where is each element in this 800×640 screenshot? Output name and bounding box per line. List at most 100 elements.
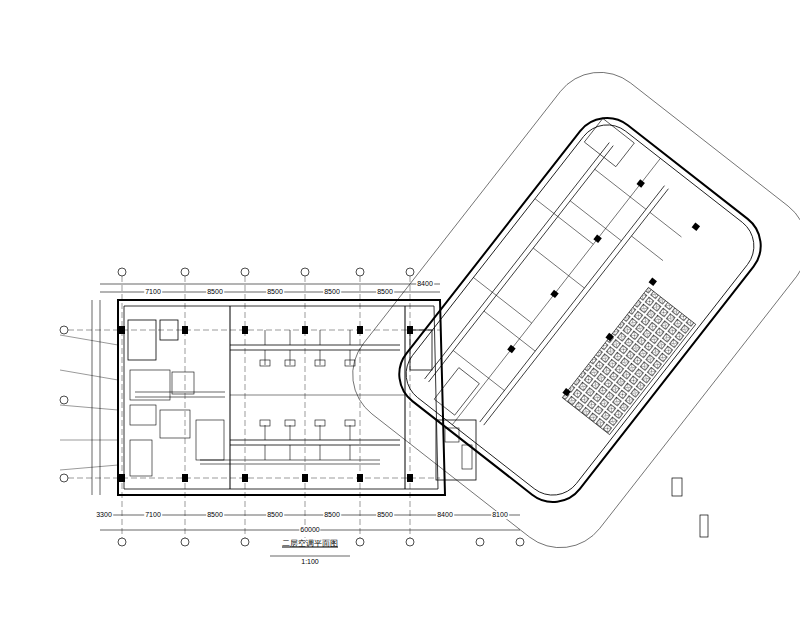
dimension-text: 8400 — [436, 511, 454, 519]
axis-bubble — [476, 538, 484, 546]
partition-wall — [535, 199, 593, 245]
diffuser — [345, 420, 355, 426]
columns — [507, 179, 700, 396]
supply-duct — [425, 143, 614, 382]
axis-bubble — [118, 268, 126, 276]
column — [649, 278, 657, 286]
partition-wall — [405, 306, 406, 489]
diffuser — [315, 360, 325, 366]
grid-lines — [68, 276, 440, 538]
equipment-room — [584, 118, 634, 166]
diffuser — [285, 360, 295, 366]
axis-bubble — [181, 538, 189, 546]
symbol-box — [672, 478, 708, 537]
air-handler — [196, 420, 224, 460]
axis-bubble — [241, 268, 249, 276]
dimension-text: 7100 — [144, 511, 162, 519]
column — [636, 179, 644, 187]
dimension-line — [100, 284, 440, 285]
axis-bubble — [356, 268, 364, 276]
diffuser — [260, 420, 270, 426]
air-handler — [130, 440, 152, 476]
column — [302, 474, 308, 482]
diffuser — [315, 420, 325, 426]
dimension-text: 8500 — [206, 288, 224, 296]
axis-bubble — [60, 326, 68, 334]
column — [357, 326, 363, 334]
column — [605, 333, 613, 341]
air-handler — [462, 445, 472, 469]
supply-duct — [230, 345, 400, 350]
dimension-text: 8500 — [266, 288, 284, 296]
column — [562, 388, 570, 396]
column — [593, 235, 601, 243]
partition-wall — [230, 306, 231, 489]
supply-duct — [480, 186, 669, 425]
grid-line — [305, 276, 306, 538]
axis-bubble — [60, 474, 68, 482]
column — [357, 474, 363, 482]
branch-duct — [453, 169, 681, 418]
dimension-text: 60000 — [299, 526, 320, 534]
diffuser — [260, 360, 270, 366]
symbol-box — [700, 515, 708, 537]
dimension-text: 8100 — [491, 511, 509, 519]
dimension-text: 8500 — [266, 511, 284, 519]
column — [550, 290, 558, 298]
dimension-text: 8500 — [206, 511, 224, 519]
diffuser-grid — [562, 287, 695, 434]
dimension-text: 8500 — [323, 511, 341, 519]
columns — [119, 326, 413, 482]
duct — [135, 392, 225, 397]
grid-line — [360, 276, 361, 538]
stair-core — [434, 368, 479, 416]
scale-note: 1:100 — [300, 558, 320, 566]
axis-bubble — [118, 538, 126, 546]
column — [242, 326, 248, 334]
axis-bubble — [60, 396, 68, 404]
drawing-title: 二层空调平面图 — [280, 538, 340, 549]
dimension-text: 3300 — [95, 511, 113, 519]
column — [692, 222, 700, 230]
hvac-equipment — [60, 330, 472, 476]
symbol-box — [672, 478, 682, 496]
return-duct — [200, 460, 380, 464]
axis-bubble — [406, 268, 414, 276]
axis-bubble — [516, 538, 524, 546]
dimension-text: 8500 — [323, 288, 341, 296]
diffuser — [285, 420, 295, 426]
grid-line — [122, 276, 123, 538]
axis-bubbles — [60, 268, 524, 546]
column — [302, 326, 308, 334]
column — [182, 326, 188, 334]
dimension-text: 8500 — [376, 511, 394, 519]
column — [119, 326, 125, 334]
inner-wall — [124, 306, 438, 489]
dimension-line — [100, 300, 101, 495]
axis-bubble — [301, 268, 309, 276]
column — [507, 345, 515, 353]
dimension-line — [333, 52, 800, 568]
branch-duct — [265, 425, 350, 460]
air-handler — [160, 410, 190, 438]
axis-bubble — [241, 538, 249, 546]
dimension-line — [100, 515, 520, 516]
dimension-lines — [92, 284, 520, 530]
axis-bubble — [181, 268, 189, 276]
right-wing — [333, 52, 800, 568]
title-underline — [270, 556, 350, 557]
supply-duct — [230, 440, 400, 445]
column — [407, 474, 413, 482]
column — [119, 474, 125, 482]
branch-duct — [265, 330, 350, 365]
air-handler — [130, 405, 156, 425]
grid-line — [245, 276, 246, 538]
column — [407, 326, 413, 334]
dimension-text: 8400 — [416, 280, 434, 288]
grid-line — [185, 276, 186, 538]
air-handler — [130, 370, 170, 400]
equipment-room — [436, 420, 476, 480]
